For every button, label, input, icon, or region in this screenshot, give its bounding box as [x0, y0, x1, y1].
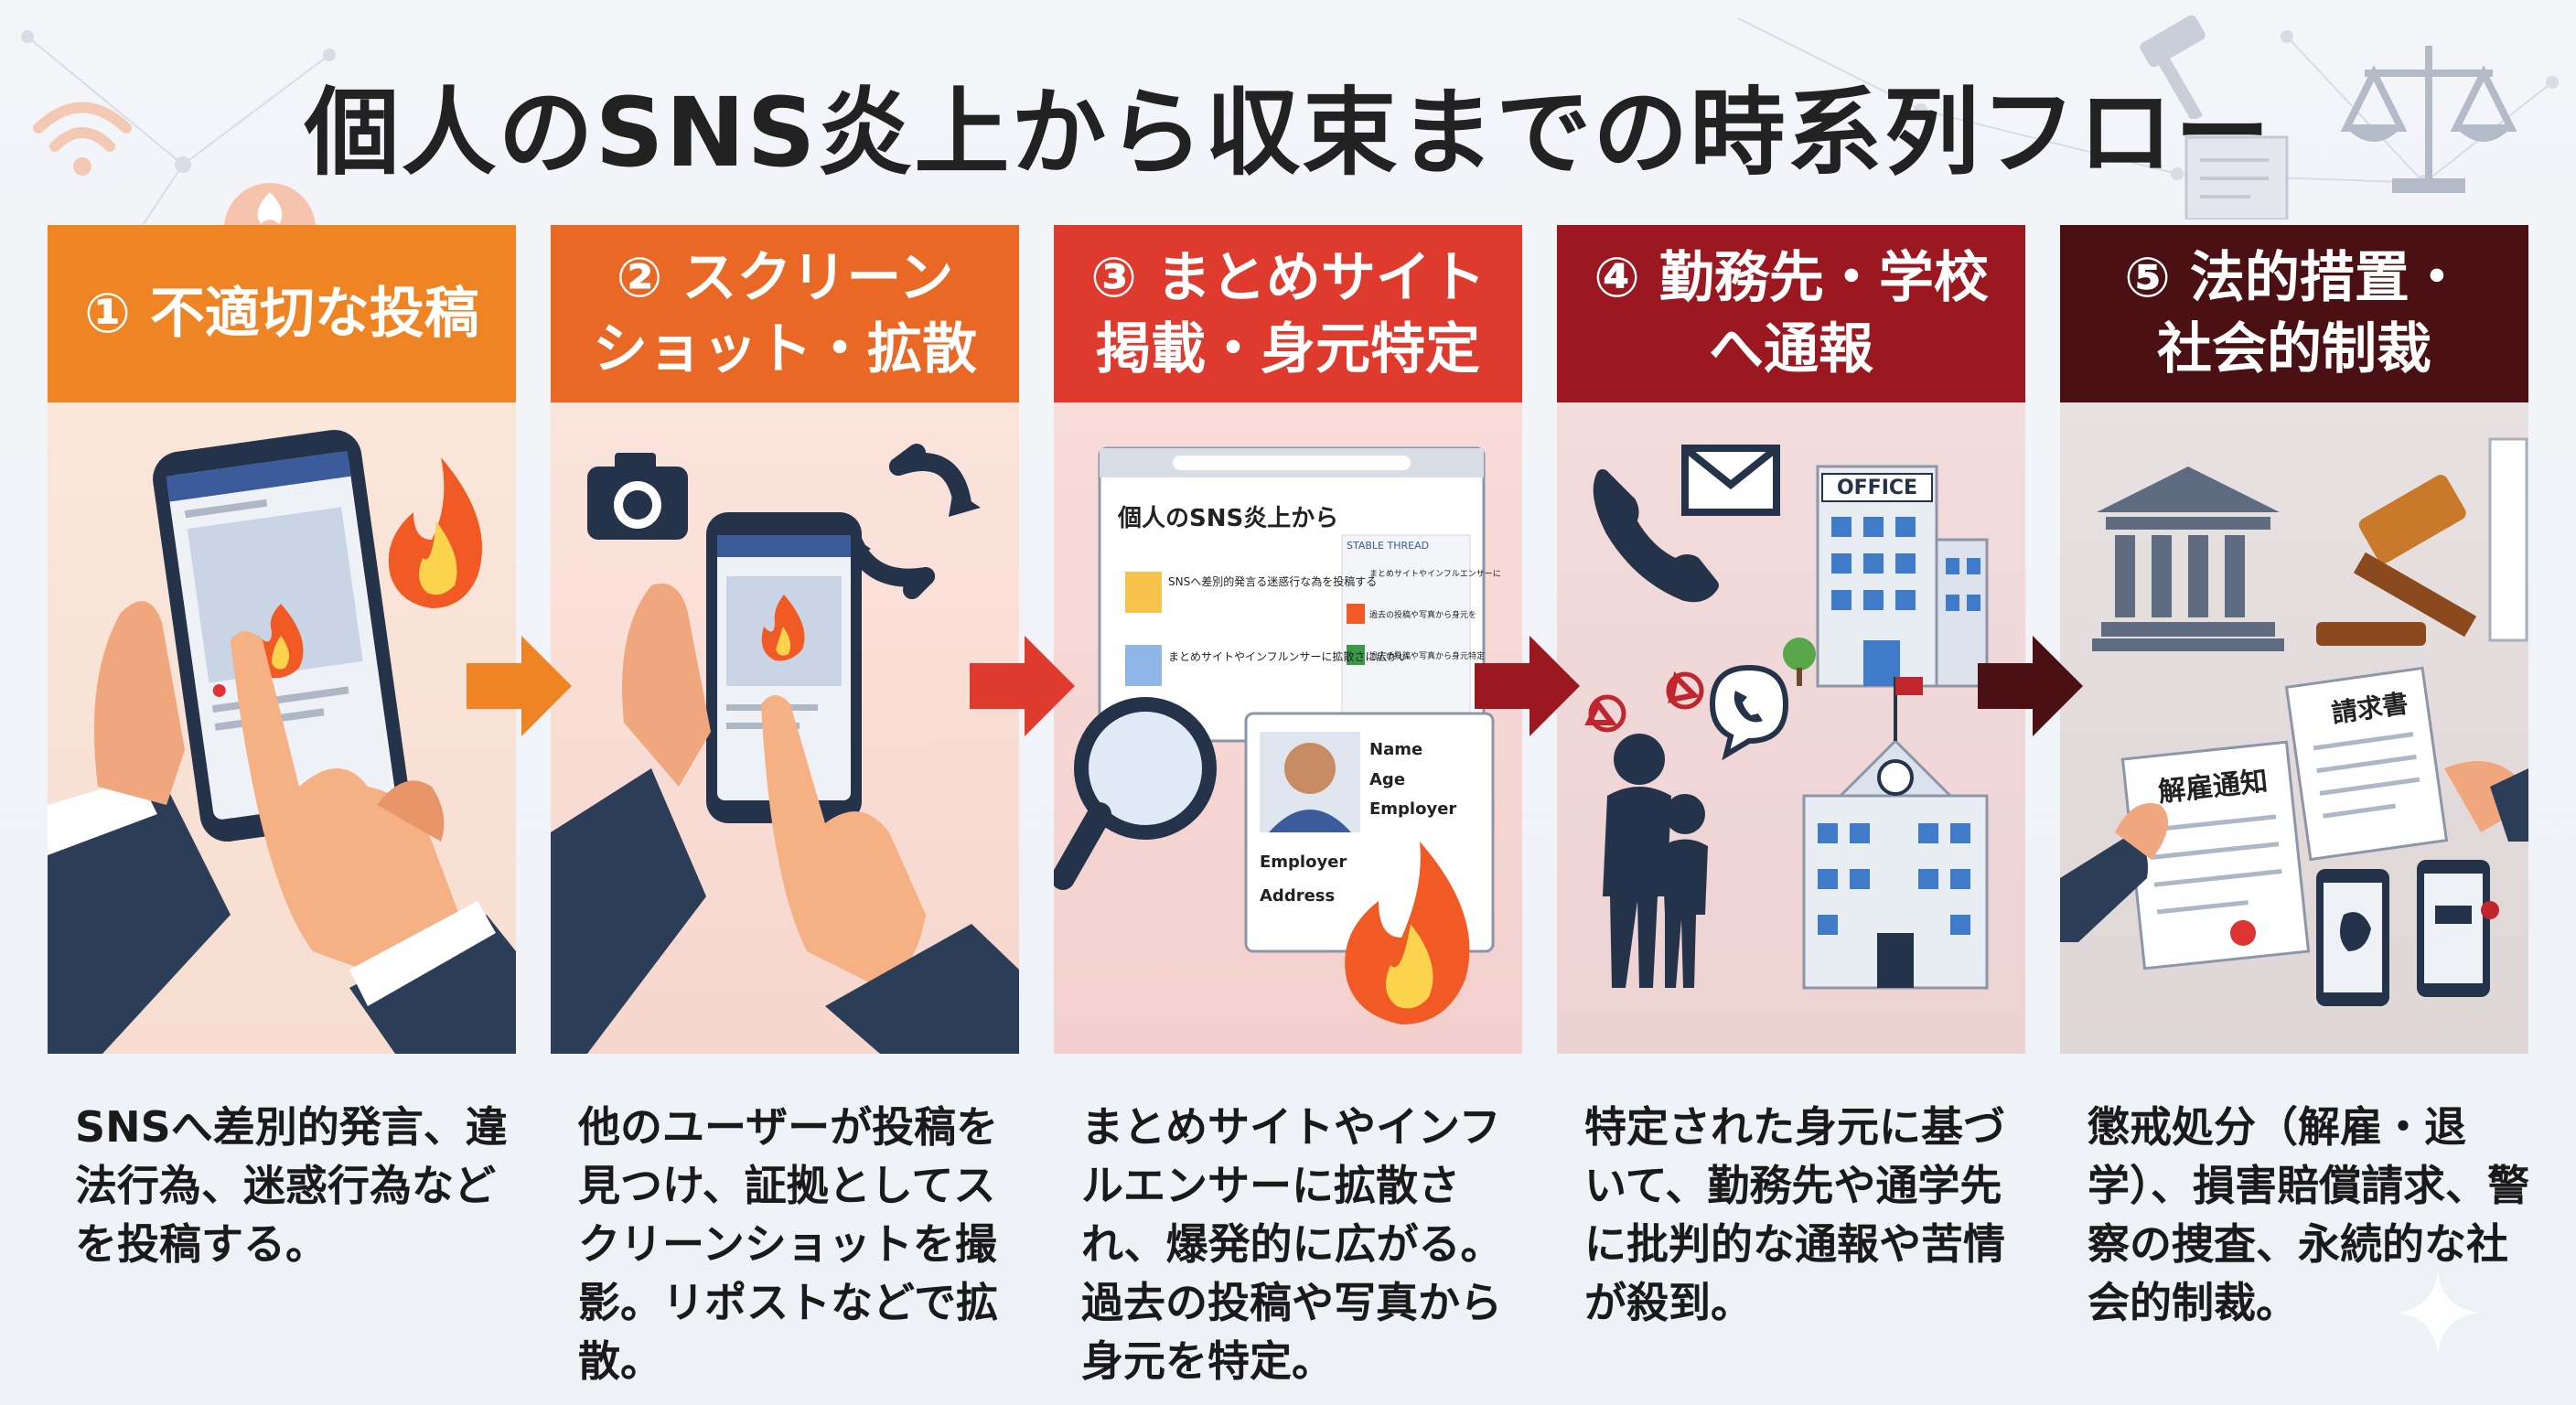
- office-building-icon: [1816, 465, 1989, 688]
- step-illustration-2: [551, 444, 1019, 1054]
- arrow-1-to-2: [467, 636, 572, 736]
- wifi-icon: [33, 102, 132, 176]
- step-description-3: まとめサイトやインフルエンサーに拡散され、爆発的に広がる。過去の投稿や写真から身…: [1081, 1102, 1503, 1386]
- site-sidebar-title: STABLE THREAD: [1347, 540, 1429, 552]
- magnifier-icon: [1054, 697, 1217, 890]
- office-label: OFFICE: [1837, 477, 1917, 499]
- scales-icon: [2340, 46, 2517, 193]
- step-panel-4: ④ 勤務先・学校 へ通報 OFFICE: [1557, 225, 2025, 1054]
- site-side-3: 過去の投稿や写真から身元特定: [1369, 650, 1485, 661]
- smartphone-icon: [706, 512, 862, 823]
- school-icon: [1802, 677, 1989, 990]
- refresh-icon: [843, 444, 971, 599]
- step-panel-2: ② スクリーン ショット・拡散: [551, 225, 1019, 1054]
- fire-badge-icon: [224, 183, 316, 229]
- step-panel-3: ③ まとめサイト 掲載・身元特定 個人のSNS炎上から STABLE THREA…: [1054, 225, 1522, 1054]
- gavel-icon: [2316, 475, 2477, 646]
- profile-address-label: Address: [1260, 886, 1335, 906]
- step-illustration-3: 個人のSNS炎上から STABLE THREAD SNSへ差別的発言る迷惑行な為…: [1054, 446, 1501, 1024]
- fire-icon: [1345, 842, 1470, 1024]
- smartphone-icon: [153, 429, 409, 842]
- profile-name-label: Name: [1369, 740, 1422, 759]
- browser-icon: [1098, 446, 1486, 743]
- step-header-2: ② スクリーン ショット・拡散: [551, 225, 1019, 402]
- step-description-5: 懲戒処分（解雇・退学）、損害賠償請求、警察の捜査、永続的な社会的制裁。: [2088, 1102, 2529, 1327]
- step-header-3: ③ まとめサイト 掲載・身元特定: [1054, 225, 1522, 402]
- step-description-2: 他のユーザーが投稿を見つけ、証拠としてスクリーンショットを撮影。リポストなどで拡…: [578, 1102, 999, 1386]
- people-icon: [1603, 734, 1708, 988]
- step-illustration-5: 請求書 解雇通知: [2060, 437, 2528, 1006]
- page-title: 個人のSNS炎上から収束までの時系列フロー: [304, 77, 2272, 188]
- hand-icon: [231, 631, 516, 1054]
- arrow-4-to-5: [1978, 636, 2083, 736]
- site-side-1: まとめサイトやインフルエンサーに: [1369, 569, 1501, 579]
- step-description-4: 特定された身元に基づいて、勤務先や通学先に批判的な通報や苦情が殺到。: [1584, 1102, 2005, 1327]
- arrow-2-to-3: [970, 636, 1075, 736]
- step-illustration-1: [48, 429, 516, 1054]
- site-item-1: SNSへ差別的発言る迷惑行な為を投稿する: [1168, 574, 1377, 588]
- profile-employer-label: Employer: [1369, 799, 1456, 819]
- step-illustration-4: OFFICE: [1584, 445, 1989, 990]
- step-header-1: ① 不適切な投稿: [48, 225, 516, 402]
- sparkle-icon: [2397, 1271, 2479, 1354]
- site-side-2: 過去の投稿や写真から身元を: [1369, 609, 1476, 620]
- step-description-1: SNSへ差別的発言、違法行為、迷惑行為などを投稿する。: [75, 1102, 508, 1269]
- site-item-2: まとめサイトやインフルンサーに拡散さに広がい: [1168, 649, 1409, 663]
- step-header-5: ⑤ 法的措置・ 社会的制裁: [2060, 225, 2528, 402]
- step-header-4: ④ 勤務先・学校 へ通報: [1557, 225, 2025, 402]
- profile-age-label: Age: [1369, 770, 1405, 789]
- chat-phone-icon: [1709, 664, 1789, 761]
- document-bg-icon: [2184, 135, 2289, 220]
- camera-icon: [587, 453, 688, 540]
- step-panel-5: ⑤ 法的措置・ 社会的制裁 請求書: [2060, 225, 2528, 1054]
- phone-icon: [1593, 469, 1719, 603]
- document-icon: 請求書 解雇通知: [2120, 666, 2449, 971]
- step-panel-1: ① 不適切な投稿: [48, 225, 516, 1054]
- courthouse-icon: [2092, 467, 2284, 651]
- smartphone-icon: [2316, 860, 2499, 1006]
- fire-icon: [388, 457, 482, 608]
- site-headline: 個人のSNS炎上から: [1117, 505, 1338, 532]
- arrow-3-to-4: [1475, 636, 1580, 736]
- mail-icon: [1681, 445, 1780, 516]
- gavel-bg-icon: [2140, 15, 2206, 119]
- profile-employer-label-2: Employer: [1260, 853, 1347, 872]
